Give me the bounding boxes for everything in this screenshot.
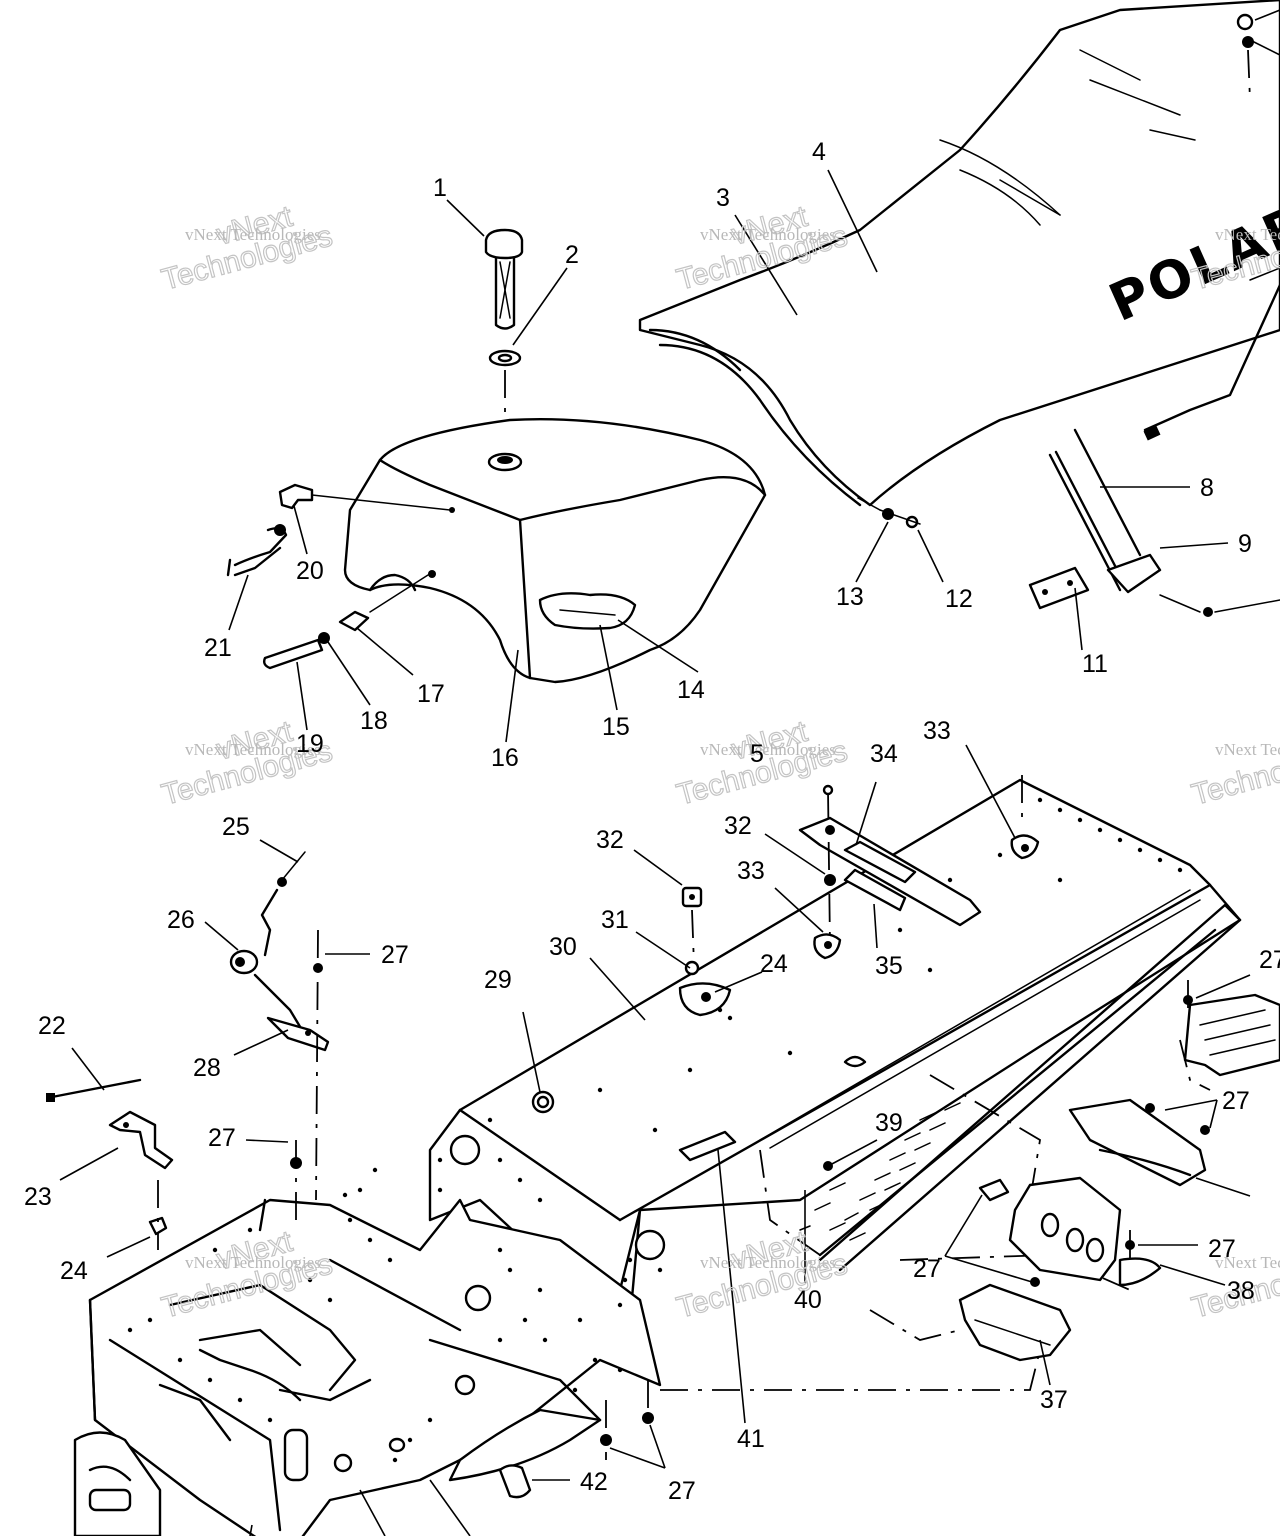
frame-rivets: [127, 797, 1183, 1463]
callout-13: 13: [836, 583, 864, 611]
rear-brackets-34-35: [798, 784, 982, 946]
callout-33a: 33: [737, 857, 765, 885]
fuel-line: [262, 574, 429, 670]
svg-text:vNext Technologies: vNext Technologies: [185, 225, 321, 244]
callout-38: 38: [1227, 1277, 1255, 1305]
svg-text:vNext Technologies: vNext Technologies: [700, 225, 836, 244]
callout-12: 12: [945, 585, 973, 613]
seat-bolt: [879, 508, 921, 529]
callout-31: 31: [601, 906, 629, 934]
watermark-1: vNext vNext Technologies Technologies: [158, 199, 337, 297]
callout-27d: 27: [1222, 1087, 1250, 1115]
callout-11: 11: [1082, 650, 1108, 678]
leader-lines: [59, 39, 1280, 1536]
callout-8: 8: [1200, 474, 1214, 502]
callout-4: 4: [812, 138, 826, 166]
spring-clips-33: [813, 775, 1040, 960]
strap-22: [46, 1078, 142, 1102]
vent-fitting-and-hose: [226, 483, 451, 577]
callout-27a: 27: [381, 941, 409, 969]
right-brackets: [823, 980, 1280, 1362]
callout-5: 5: [750, 740, 764, 768]
callout-17: 17: [417, 680, 445, 708]
svg-text:vNext Technologies: vNext Technologies: [185, 740, 321, 759]
callout-16: 16: [491, 744, 519, 772]
callout-33b: 33: [923, 717, 951, 745]
svg-text:vNext Technologies: vNext Technologies: [700, 740, 836, 759]
svg-text:vNext Technologies: vNext Technologies: [1215, 740, 1280, 759]
bushing-42: [388, 1437, 532, 1499]
clip-31-32: [678, 886, 732, 1017]
seat: POLARIS: [638, 0, 1280, 511]
fuel-tank: [343, 417, 767, 684]
callout-14: 14: [677, 676, 705, 704]
callout-26: 26: [167, 906, 195, 934]
callout-39: 39: [875, 1109, 903, 1137]
bracket-23: [108, 1110, 174, 1170]
callout-41: 41: [737, 1425, 765, 1453]
callout-27g: 27: [668, 1477, 696, 1505]
callout-27b: 27: [208, 1124, 236, 1152]
watermark-8: vNext Technologies Technologies: [1188, 734, 1280, 812]
callout-35: 35: [875, 952, 903, 980]
callout-20: 20: [296, 557, 324, 585]
callout-40: 40: [794, 1286, 822, 1314]
callout-23: 23: [24, 1183, 52, 1211]
callout-22: 22: [38, 1012, 66, 1040]
watermark-6: vNext vNext Technologies Technologies: [673, 1224, 852, 1325]
callout-24a: 24: [60, 1257, 88, 1285]
svg-text:vNext Technologies: vNext Technologies: [1215, 1253, 1280, 1272]
fasteners-27-lower: [600, 1380, 654, 1460]
fasteners-24: [148, 1140, 302, 1250]
callout-15: 15: [602, 713, 630, 741]
callout-29: 29: [484, 966, 512, 994]
callout-42: 42: [580, 1468, 608, 1496]
callout-9: 9: [1238, 530, 1252, 558]
seat-latch-assembly: [1028, 267, 1280, 617]
callout-3: 3: [716, 184, 730, 212]
callout-27c: 27: [1259, 946, 1280, 974]
fuel-cap: [484, 228, 524, 455]
cable-bracket-25-26-28: [229, 851, 330, 1201]
callout-1: 1: [433, 174, 447, 202]
svg-text:vNext Technologies: vNext Technologies: [700, 1253, 836, 1272]
callout-32a: 32: [596, 826, 624, 854]
callout-27f: 27: [913, 1255, 941, 1283]
chassis-frame: [73, 778, 1242, 1536]
callout-27e: 27: [1208, 1235, 1236, 1263]
callout-34: 34: [870, 740, 898, 768]
callout-24b: 24: [760, 950, 788, 978]
callout-18: 18: [360, 707, 388, 735]
callout-25: 25: [222, 813, 250, 841]
callout-30: 30: [549, 933, 577, 961]
callout-labels: 1 2 3 4 5 8 9 11 12 13 14 15 16 17 18 19…: [24, 138, 1280, 1505]
callout-19: 19: [296, 730, 324, 758]
callout-21: 21: [204, 634, 232, 662]
callout-37: 37: [1040, 1386, 1068, 1414]
callout-28: 28: [193, 1054, 221, 1082]
svg-text:vNext Technologies: vNext Technologies: [185, 1253, 321, 1272]
callout-32b: 32: [724, 812, 752, 840]
seat-rear-hardware: [1236, 9, 1280, 101]
callout-2: 2: [565, 241, 579, 269]
svg-text:vNext Technologies: vNext Technologies: [1215, 225, 1280, 244]
